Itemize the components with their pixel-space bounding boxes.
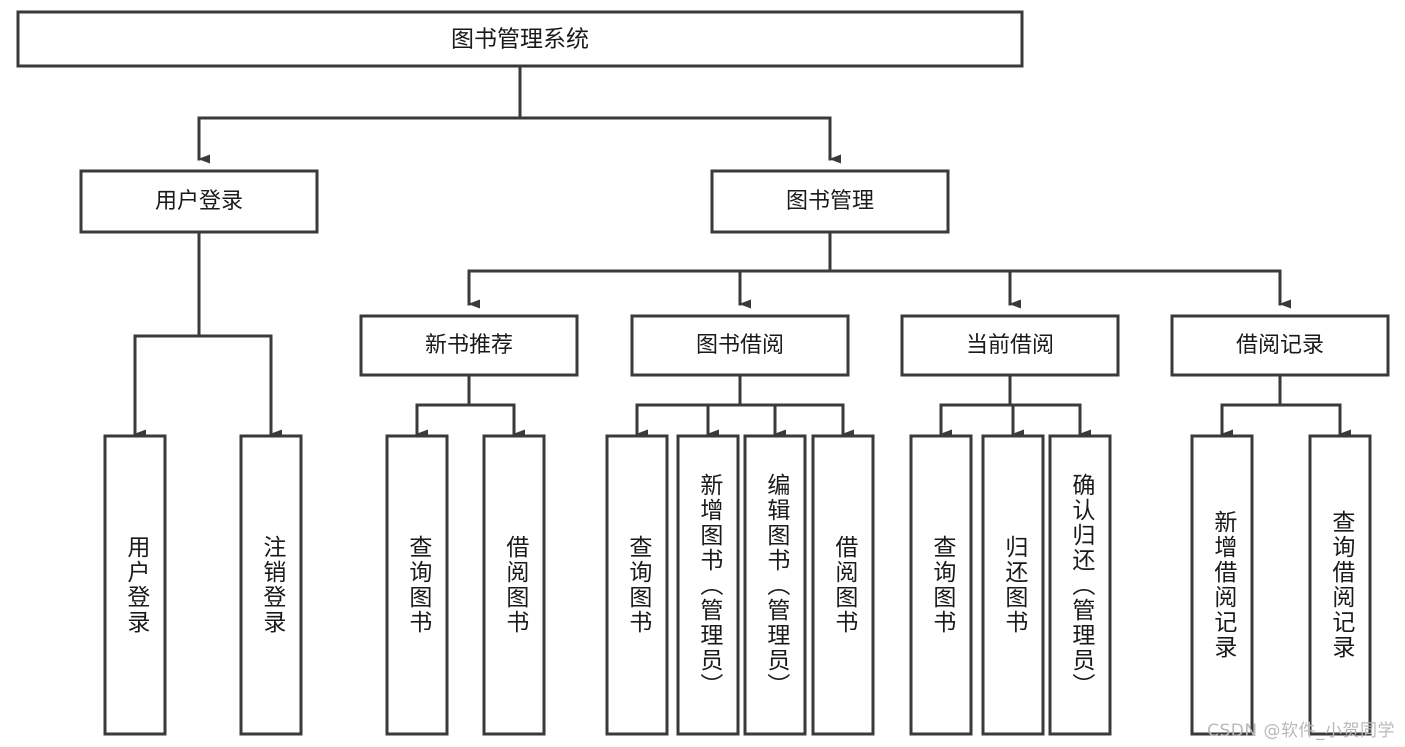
node-box-leaf-query-book-rec[interactable]: [385, 434, 449, 736]
node-layer: 图书管理系统 用户登录 图书管理 新书推荐 图书借阅 当前借阅 借阅记录: [16, 10, 1390, 736]
node-label-new-book-rec: 新书推荐: [425, 333, 513, 358]
node-label-borrow-record: 借阅记录: [1236, 333, 1324, 358]
node-box-leaf-return-book[interactable]: [981, 434, 1045, 736]
node-box-user-login[interactable]: [79, 169, 319, 234]
node-box-borrow-record[interactable]: [1170, 314, 1390, 377]
node-box-current-borrow[interactable]: [900, 314, 1120, 377]
node-label-book-borrow: 图书借阅: [696, 333, 784, 358]
node-box-leaf-add-record[interactable]: [1190, 434, 1254, 736]
node-box-leaf-edit-book[interactable]: [743, 434, 807, 736]
node-box-leaf-add-book[interactable]: [676, 434, 740, 736]
node-label-book-manage: 图书管理: [786, 189, 874, 214]
node-box-leaf-borrow-book-rec[interactable]: [482, 434, 546, 736]
node-label-root: 图书管理系统: [451, 27, 589, 53]
node-box-leaf-confirm-return[interactable]: [1048, 434, 1112, 736]
node-box-root[interactable]: [16, 10, 1024, 68]
node-label-current-borrow: 当前借阅: [966, 333, 1054, 358]
watermark-text: CSDN @软件_小贺同学: [1207, 721, 1395, 741]
node-box-book-manage[interactable]: [710, 169, 950, 234]
node-box-leaf-user-logout[interactable]: [239, 434, 303, 736]
node-box-leaf-query-record[interactable]: [1308, 434, 1372, 736]
node-box-book-borrow[interactable]: [630, 314, 850, 377]
node-box-new-book-rec[interactable]: [359, 314, 579, 377]
connector-layer: [133, 64, 1351, 439]
node-box-leaf-borrow-book[interactable]: [811, 434, 875, 736]
node-label-user-login: 用户登录: [155, 189, 243, 214]
node-box-leaf-query-book-cur[interactable]: [909, 434, 973, 736]
node-box-leaf-user-login[interactable]: [103, 434, 167, 736]
node-box-leaf-query-book-borrow[interactable]: [605, 434, 669, 736]
